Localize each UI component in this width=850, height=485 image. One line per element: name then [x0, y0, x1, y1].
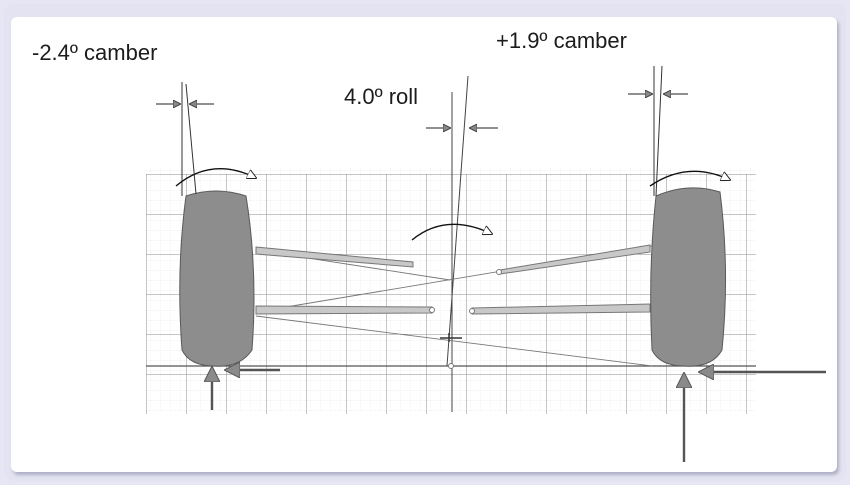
right-tyre — [650, 187, 727, 367]
right-camber-label: +1.9º camber — [496, 28, 627, 53]
force-arrows — [212, 368, 826, 462]
roll-line — [446, 75, 469, 367]
dimension-arrows — [156, 94, 688, 128]
left-tyre — [179, 190, 255, 367]
rotation-arrows — [175, 168, 730, 241]
camber-lines — [181, 65, 663, 197]
left-camber-label: -2.4º camber — [32, 40, 157, 65]
roll-label: 4.0º roll — [344, 84, 418, 109]
suspension-arms — [255, 244, 651, 369]
